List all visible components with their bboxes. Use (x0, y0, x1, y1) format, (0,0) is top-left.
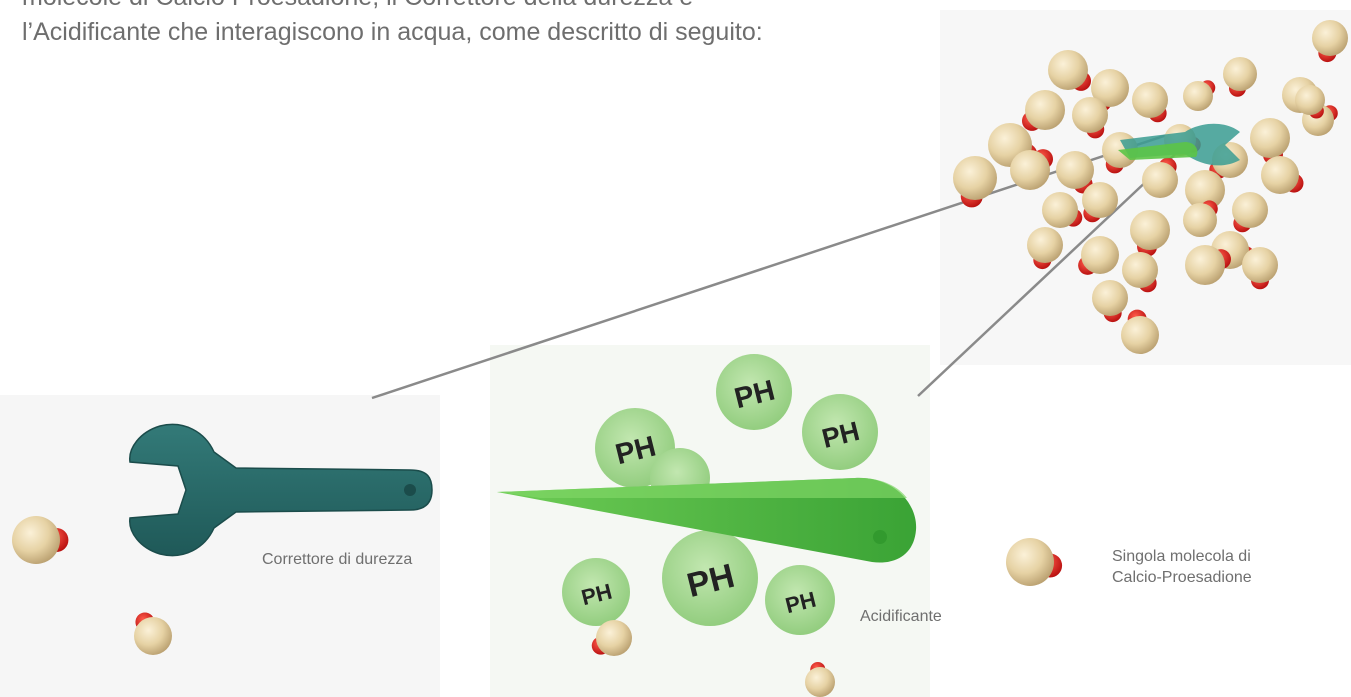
molecule (1048, 50, 1092, 91)
molecule (953, 156, 997, 208)
wrench-icon (129, 423, 433, 557)
molecule (1232, 192, 1268, 233)
intro-line-1: molecole di Calcio Proesadione, il Corre… (22, 0, 1022, 15)
label-single-molecule: Singola molecola di Calcio-Proesadione (1112, 546, 1252, 588)
ph-bubbles: PH PH PH PH PH PH (562, 354, 878, 635)
molecule (134, 612, 172, 655)
molecule (591, 620, 632, 656)
molecule (12, 516, 69, 564)
molecule (1027, 227, 1063, 270)
label-hardness-corrector: Correttore di durezza (262, 551, 413, 568)
molecule (1183, 80, 1216, 111)
molecule (1006, 538, 1063, 586)
molecule (1223, 57, 1257, 97)
leader-line-acidifier (917, 144, 1186, 397)
molecule (1142, 157, 1178, 198)
label-acidifier: Acidificante (860, 608, 942, 625)
molecule (1130, 210, 1170, 257)
label-single-molecule-line-1: Singola molecola di (1112, 548, 1251, 565)
molecule (1261, 156, 1304, 194)
leader-line-wrench (371, 126, 1189, 400)
molecule (1312, 20, 1348, 63)
cluster-acidifier-icon (1118, 142, 1198, 160)
intro-line-2: l’Acidificante che interagiscono in acqu… (22, 18, 763, 46)
ph-bubble: PH (765, 565, 835, 635)
label-single-molecule-line-2: Calcio-Proesadione (1112, 569, 1252, 586)
molecule (1010, 149, 1054, 190)
wrench-panel (0, 395, 440, 697)
loose-molecules (12, 20, 1348, 697)
molecule (1121, 309, 1159, 354)
molecule (1056, 151, 1094, 194)
molecule (1078, 236, 1119, 275)
molecule (805, 661, 835, 697)
molecule (1122, 252, 1158, 293)
molecule (1242, 247, 1278, 290)
molecule (1072, 97, 1108, 139)
molecule-cluster (953, 50, 1338, 354)
molecule (1042, 192, 1083, 228)
molecule (1185, 245, 1231, 285)
molecule (1132, 82, 1168, 123)
molecule (1092, 280, 1128, 323)
ph-bubble: PH (802, 394, 878, 470)
ph-bubble: PH (562, 558, 630, 626)
molecule (1295, 85, 1325, 119)
acidifier-cone-icon (497, 477, 917, 563)
intro-text: molecole di Calcio Proesadione, il Corre… (22, 0, 1022, 50)
molecule (1021, 90, 1065, 131)
ph-bubble: PH (662, 530, 758, 626)
molecule (1183, 200, 1218, 237)
ph-bubble: PH (716, 354, 792, 430)
molecule (1082, 182, 1118, 223)
